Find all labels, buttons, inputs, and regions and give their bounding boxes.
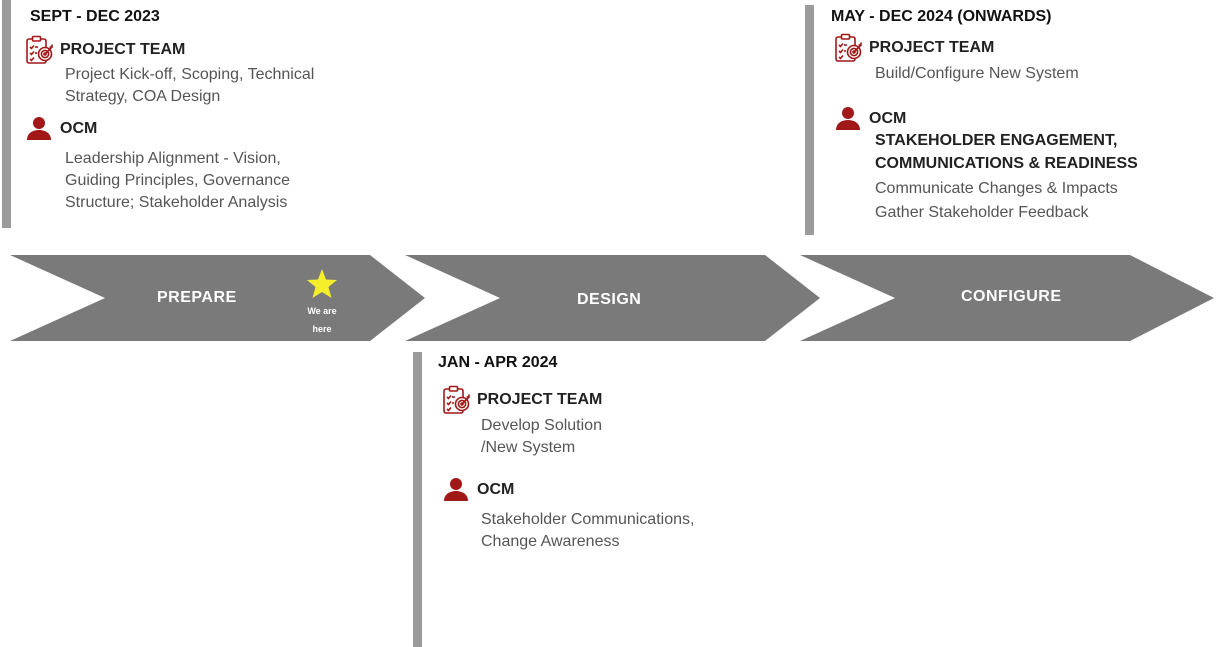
design-ocm-line: Stakeholder Communications, bbox=[481, 511, 695, 528]
design-ocm-title: OCM bbox=[477, 481, 515, 498]
configure-period: MAY - DEC 2024 (ONWARDS) bbox=[831, 8, 1052, 25]
clipboard-target-icon bbox=[833, 33, 863, 63]
design-ocm-heading: OCM bbox=[441, 475, 514, 505]
we-are-here-line: here bbox=[312, 324, 332, 334]
phase-label-design: DESIGN bbox=[577, 291, 642, 308]
configure-ocm-heading: OCM bbox=[833, 104, 906, 134]
configure-ocm-line: Communicate Changes & Impacts bbox=[875, 180, 1118, 197]
star-icon bbox=[307, 269, 337, 298]
configure-ocm-title: OCM bbox=[869, 110, 907, 127]
prepare-project-team-line: Project Kick-off, Scoping, Technical bbox=[65, 66, 315, 83]
prepare-divider bbox=[2, 0, 11, 228]
phase-label-prepare: PREPARE bbox=[157, 289, 237, 306]
we-are-here-label: We are here bbox=[302, 302, 342, 338]
design-period: JAN - APR 2024 bbox=[438, 354, 558, 371]
clipboard-target-icon bbox=[24, 35, 54, 65]
we-are-here-line: We are bbox=[307, 306, 337, 316]
design-project-team-line: /New System bbox=[481, 439, 576, 456]
prepare-project-team-heading: PROJECT TEAM bbox=[24, 35, 185, 65]
configure-divider bbox=[805, 5, 814, 235]
person-icon bbox=[441, 475, 471, 505]
prepare-project-team-title: PROJECT TEAM bbox=[60, 41, 186, 58]
clipboard-target-icon bbox=[441, 385, 471, 415]
design-project-team-line: Develop Solution bbox=[481, 417, 602, 434]
configure-ocm-subtitle: STAKEHOLDER ENGAGEMENT, bbox=[875, 132, 1118, 149]
configure-ocm-line: Gather Stakeholder Feedback bbox=[875, 204, 1089, 221]
design-project-team-heading: PROJECT TEAM bbox=[441, 385, 602, 415]
prepare-project-team-line: Strategy, COA Design bbox=[65, 88, 221, 105]
phase-label-configure: CONFIGURE bbox=[961, 288, 1062, 305]
prepare-ocm-line: Guiding Principles, Governance bbox=[65, 172, 291, 189]
prepare-period: SEPT - DEC 2023 bbox=[30, 8, 160, 25]
prepare-ocm-heading: OCM bbox=[24, 114, 97, 144]
design-divider bbox=[413, 352, 422, 647]
prepare-ocm-line: Leadership Alignment - Vision, bbox=[65, 150, 281, 167]
design-project-team-title: PROJECT TEAM bbox=[477, 391, 603, 408]
configure-project-team-heading: PROJECT TEAM bbox=[833, 33, 994, 63]
prepare-ocm-line: Structure; Stakeholder Analysis bbox=[65, 194, 288, 211]
configure-ocm-subtitle: COMMUNICATIONS & READINESS bbox=[875, 155, 1138, 172]
configure-project-team-title: PROJECT TEAM bbox=[869, 39, 995, 56]
prepare-ocm-title: OCM bbox=[60, 120, 98, 137]
design-ocm-line: Change Awareness bbox=[481, 533, 620, 550]
person-icon bbox=[24, 114, 54, 144]
configure-project-team-line: Build/Configure New System bbox=[875, 65, 1079, 82]
person-icon bbox=[833, 104, 863, 134]
